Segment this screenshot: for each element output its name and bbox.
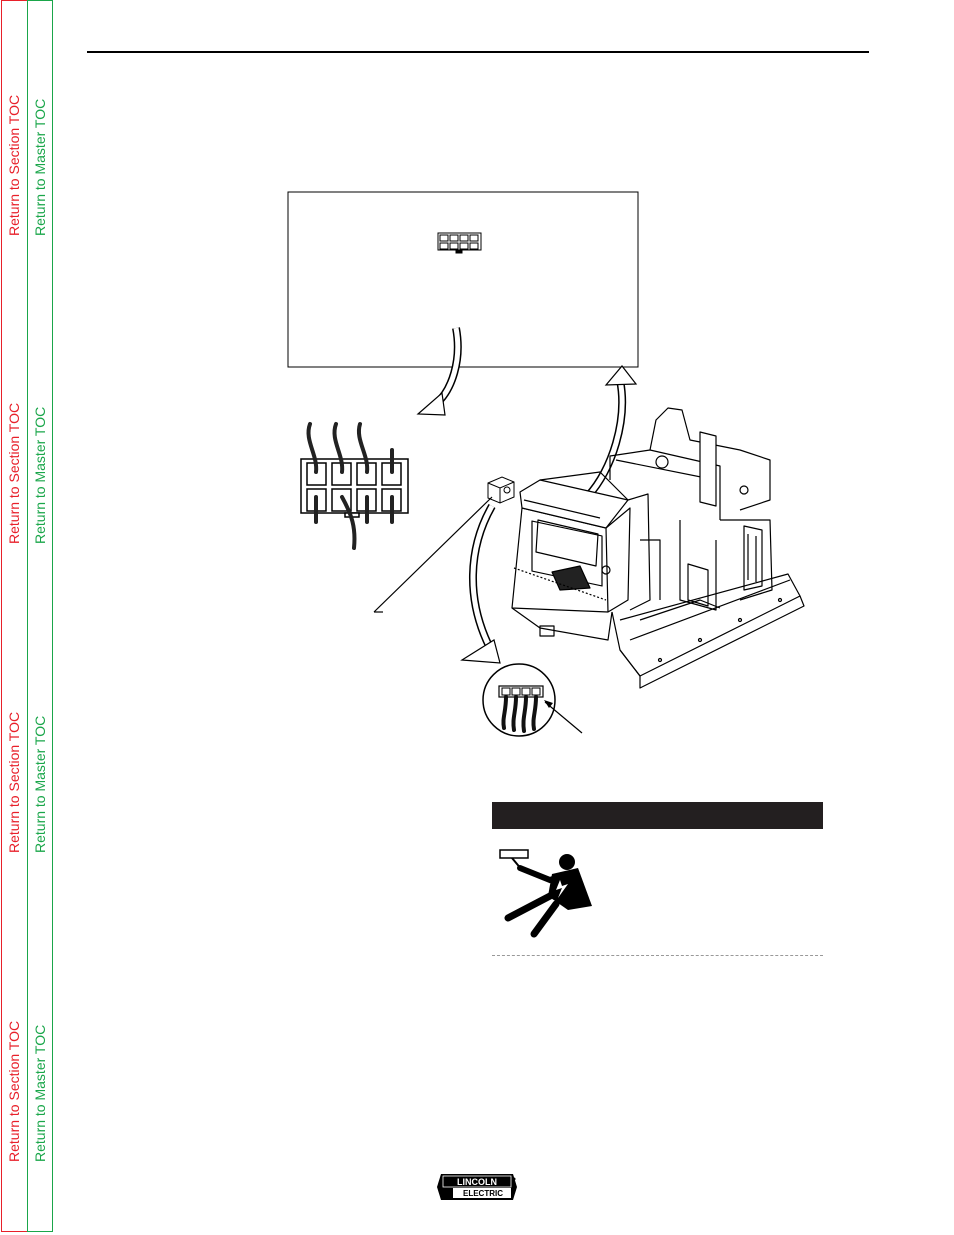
terminal-callout-circle	[482, 663, 556, 737]
machine-chassis	[511, 407, 805, 689]
component-marker	[487, 476, 515, 504]
leader-line-2	[544, 701, 583, 734]
curved-arrow-down-icon	[416, 327, 462, 416]
warning-divider	[492, 955, 823, 956]
logo-top-text: LINCOLN	[457, 1177, 497, 1187]
logo-bottom-text: ELECTRIC	[463, 1189, 503, 1198]
lincoln-electric-logo: LINCOLN ELECTRIC	[437, 1174, 517, 1200]
curved-arrow-up-icon	[584, 365, 638, 499]
connector-mini-icon	[437, 232, 482, 254]
header-rule	[87, 51, 869, 53]
warning-header-bar	[492, 802, 823, 829]
leader-line-1	[373, 496, 493, 613]
connector-callout-box	[287, 191, 639, 368]
master-toc-strip	[27, 0, 53, 1232]
connector-wires	[306, 422, 394, 550]
electric-shock-hazard-icon	[499, 849, 592, 938]
curved-arrow-down-left-icon	[460, 504, 501, 664]
